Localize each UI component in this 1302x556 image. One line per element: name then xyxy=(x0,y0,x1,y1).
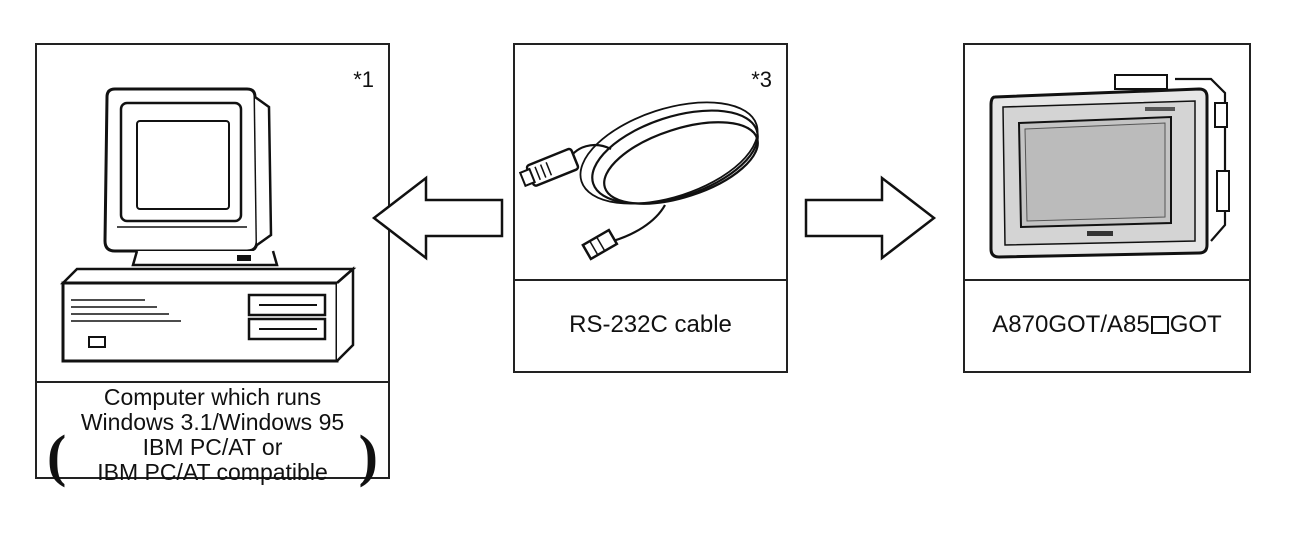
cable-label: RS-232C cable xyxy=(569,311,732,338)
caption-line-1: Computer which runs xyxy=(103,384,322,410)
got-box: A870GOT/A85 GOT xyxy=(963,43,1251,373)
caption-line-2: Windows 3.1/Windows 95 xyxy=(80,409,345,435)
got-label-suffix: GOT xyxy=(1169,311,1222,338)
computer-illustration xyxy=(59,87,357,363)
cable-box: *3 RS-232C cable xyxy=(513,43,788,373)
cable-note: *3 xyxy=(751,67,772,92)
arrow-left-icon xyxy=(371,175,504,261)
caption-paren-right: ) xyxy=(358,423,378,488)
computer-note: *1 xyxy=(353,67,374,92)
blank-square-icon xyxy=(1150,316,1169,334)
computer-caption: Computer which runs Windows 3.1/Windows … xyxy=(37,385,388,485)
got-divider xyxy=(965,279,1249,281)
cable-illustration xyxy=(518,101,759,261)
computer-box: *1 Computer which runs Windows 3 xyxy=(35,43,390,485)
got-panel-illustration xyxy=(989,74,1230,259)
computer-divider xyxy=(37,381,388,383)
cable-divider xyxy=(515,279,786,281)
got-label: A870GOT/A85 GOT xyxy=(965,311,1249,339)
caption-line-3: IBM PC/AT or xyxy=(142,434,283,460)
caption-paren-left: ( xyxy=(47,423,67,488)
got-label-prefix: A870GOT/A85 xyxy=(992,311,1150,338)
arrow-right-icon xyxy=(804,175,937,261)
caption-line-4: IBM PC/AT compatible xyxy=(97,459,328,485)
